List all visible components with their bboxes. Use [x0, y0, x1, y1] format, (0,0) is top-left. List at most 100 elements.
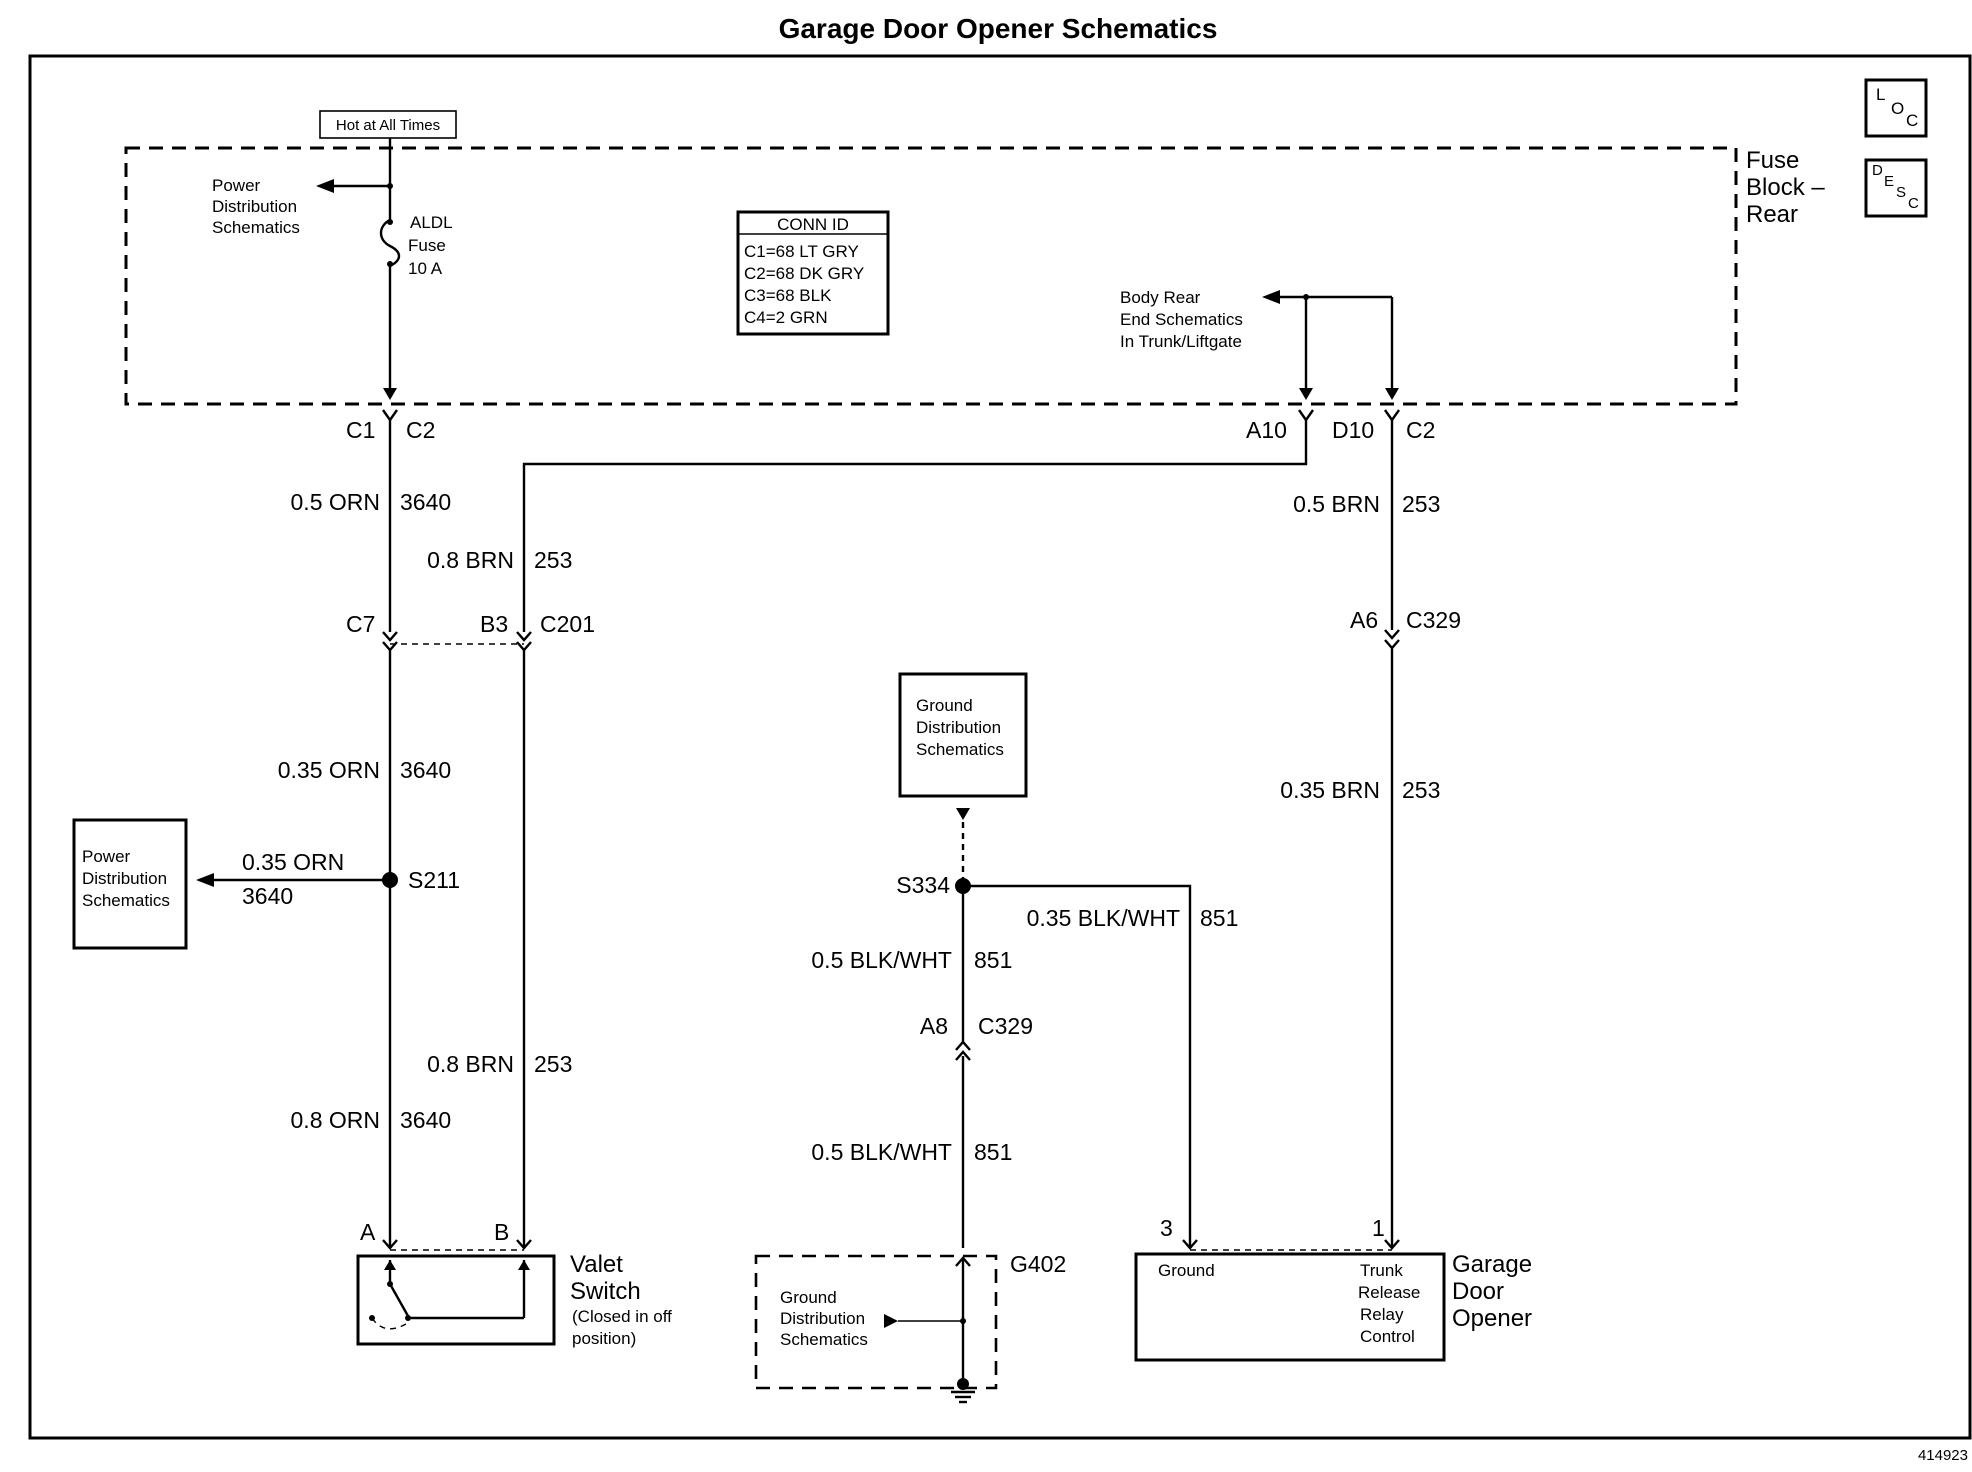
garage-door-opener-label: Garage Door Opener	[1452, 1251, 1532, 1332]
valet-switch-label: Valet Switch (Closed in off position)	[570, 1251, 672, 1348]
svg-text:C: C	[1906, 111, 1918, 130]
garage-pin-1: 1	[1372, 1215, 1385, 1241]
svg-text:Ground: Ground	[916, 696, 973, 715]
svg-text:253: 253	[534, 1051, 572, 1077]
svg-text:S: S	[1896, 184, 1906, 201]
fuse-block-rear-box	[124, 146, 1738, 406]
valet-pin-a: A	[360, 1219, 376, 1245]
arrow-down-icon	[956, 808, 970, 820]
svg-text:Distribution: Distribution	[916, 718, 1001, 737]
svg-text:Fuse: Fuse	[1746, 147, 1799, 174]
connector-a10: A10	[1246, 417, 1287, 443]
svg-text:Trunk: Trunk	[1360, 1261, 1403, 1280]
svg-text:3640: 3640	[400, 489, 451, 515]
ground-distribution-box[interactable]: Ground Distribution Schematics	[898, 672, 1028, 798]
svg-text:851: 851	[974, 947, 1012, 973]
svg-text:Door: Door	[1452, 1278, 1504, 1305]
aldl-fuse-label: ALDL Fuse 10 A	[408, 213, 453, 278]
connector-a8: A8	[920, 1013, 948, 1039]
svg-text:0.8 BRN: 0.8 BRN	[427, 547, 514, 573]
svg-text:Schematics: Schematics	[82, 891, 170, 910]
svg-text:0.8 BRN: 0.8 BRN	[427, 1051, 514, 1077]
garage-pin-3: 3	[1160, 1215, 1173, 1241]
connector-c201: C201	[540, 611, 595, 637]
svg-text:C1=68 LT GRY: C1=68 LT GRY	[744, 242, 859, 261]
fuse-block-rear-label: Fuse Block – Rear	[1746, 147, 1825, 228]
valet-switch[interactable]	[356, 1254, 556, 1346]
connector-b3: B3	[480, 611, 508, 637]
svg-text:Valet: Valet	[570, 1251, 623, 1278]
svg-text:O: O	[1891, 99, 1904, 118]
svg-text:C3=68 BLK: C3=68 BLK	[744, 286, 832, 305]
svg-text:Body Rear: Body Rear	[1120, 288, 1201, 307]
svg-text:Schematics: Schematics	[212, 218, 300, 237]
svg-text:End Schematics: End Schematics	[1120, 310, 1243, 329]
connector-c329-mid: C329	[978, 1013, 1033, 1039]
svg-text:Opener: Opener	[1452, 1305, 1532, 1332]
svg-text:S211: S211	[408, 867, 460, 893]
fuse-icon	[379, 218, 401, 268]
body-rear-end-schematics-label[interactable]: Body Rear End Schematics In Trunk/Liftga…	[1120, 288, 1243, 351]
svg-text:0.35 ORN: 0.35 ORN	[278, 757, 380, 783]
svg-text:Distribution: Distribution	[780, 1309, 865, 1328]
desc-icon[interactable]: D E S C	[1864, 158, 1928, 218]
svg-text:0.35 BLK/WHT: 0.35 BLK/WHT	[1027, 905, 1180, 931]
connector-c2-right: C2	[1406, 417, 1435, 443]
svg-text:Release: Release	[1358, 1283, 1420, 1302]
svg-text:ALDL: ALDL	[410, 213, 453, 232]
svg-text:C4=2 GRN: C4=2 GRN	[744, 308, 828, 327]
svg-text:Distribution: Distribution	[212, 197, 297, 216]
power-distribution-box[interactable]: Power Distribution Schematics	[72, 818, 188, 950]
power-distribution-label-top[interactable]: Power Distribution Schematics	[212, 176, 300, 237]
svg-text:3640: 3640	[242, 883, 293, 909]
svg-text:Fuse: Fuse	[408, 236, 446, 255]
svg-text:0.5 BLK/WHT: 0.5 BLK/WHT	[811, 1139, 952, 1165]
svg-text:D: D	[1872, 162, 1883, 179]
svg-text:In Trunk/Liftgate: In Trunk/Liftgate	[1120, 332, 1242, 351]
conn-id-table: CONN ID C1=68 LT GRY C2=68 DK GRY C3=68 …	[736, 210, 890, 336]
svg-text:Power: Power	[82, 847, 131, 866]
ground-distribution-dashed-box	[754, 1254, 998, 1390]
svg-text:0.35 BRN: 0.35 BRN	[1280, 777, 1380, 803]
connector-c7: C7	[346, 611, 375, 637]
svg-text:Schematics: Schematics	[780, 1330, 868, 1349]
svg-text:L: L	[1876, 85, 1885, 104]
ground-symbol-icon	[951, 1390, 975, 1404]
svg-text:0.5 BLK/WHT: 0.5 BLK/WHT	[811, 947, 952, 973]
svg-text:CONN ID: CONN ID	[777, 215, 849, 234]
svg-text:851: 851	[974, 1139, 1012, 1165]
figure-id: 414923	[1918, 1447, 1968, 1464]
connector-d10: D10	[1332, 417, 1374, 443]
svg-text:Garage: Garage	[1452, 1251, 1532, 1278]
page-title: Garage Door Opener Schematics	[779, 13, 1218, 44]
svg-text:Ground: Ground	[1158, 1261, 1215, 1280]
connector-c1: C1	[346, 417, 375, 443]
arrow-left-icon	[316, 179, 334, 193]
svg-text:Control: Control	[1360, 1327, 1415, 1346]
hot-at-all-times-label: Hot at All Times	[336, 117, 440, 134]
hot-at-all-times-box	[319, 110, 457, 139]
ground-distribution-label-bottom[interactable]: Ground Distribution Schematics	[780, 1288, 868, 1349]
svg-text:851: 851	[1200, 905, 1238, 931]
svg-text:0.5 ORN: 0.5 ORN	[291, 489, 380, 515]
svg-text:253: 253	[1402, 491, 1440, 517]
wire-brn-253-a10	[522, 420, 1308, 632]
valet-pin-b: B	[494, 1219, 509, 1245]
garage-door-opener[interactable]: Ground Trunk Release Relay Control	[1134, 1252, 1446, 1362]
svg-text:C2=68 DK GRY: C2=68 DK GRY	[744, 264, 864, 283]
arrow-left-icon	[1262, 290, 1280, 304]
svg-text:Power: Power	[212, 176, 261, 195]
svg-text:E: E	[1884, 173, 1894, 190]
svg-text:Distribution: Distribution	[82, 869, 167, 888]
loc-icon[interactable]: L O C	[1864, 78, 1928, 138]
svg-text:(Closed in off: (Closed in off	[572, 1307, 672, 1326]
svg-text:0.5 BRN: 0.5 BRN	[1293, 491, 1380, 517]
connector-c2-left: C2	[406, 417, 435, 443]
svg-text:0.35 ORN: 0.35 ORN	[242, 849, 344, 875]
connector-a6: A6	[1350, 607, 1378, 633]
svg-text:253: 253	[1402, 777, 1440, 803]
svg-text:10 A: 10 A	[408, 259, 443, 278]
svg-text:0.8 ORN: 0.8 ORN	[291, 1107, 380, 1133]
svg-text:Relay: Relay	[1360, 1305, 1404, 1324]
